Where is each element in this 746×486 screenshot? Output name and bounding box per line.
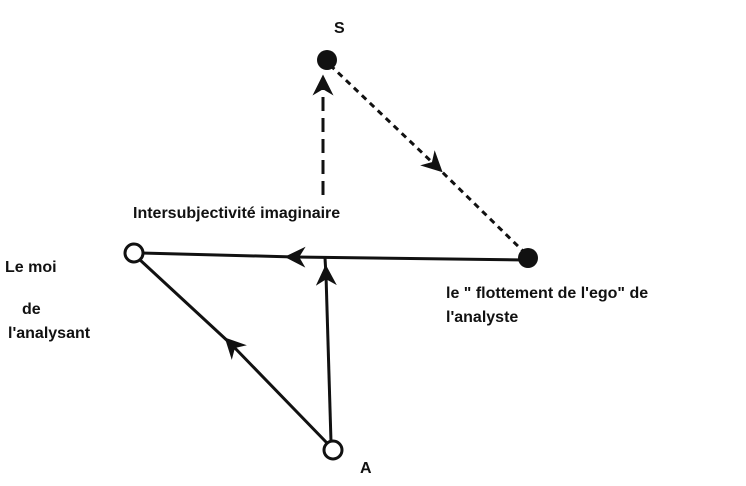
edge-ego-to-moi-tail <box>140 251 296 259</box>
edge-a-up <box>315 264 337 443</box>
node-ego <box>518 248 538 268</box>
edge-s-to-ego-tail <box>433 163 528 256</box>
edge-a-up-tail <box>323 257 328 276</box>
label-ego-line2: l'analyste <box>446 309 519 326</box>
node-moi <box>123 242 145 264</box>
label-moi-line2: de <box>22 301 41 318</box>
edge-a-to-moi-head <box>224 337 329 445</box>
label-moi-line1: Le moi <box>5 259 57 276</box>
edge-a-to-moi-tail <box>137 257 234 347</box>
label-intersubjectivity: Intersubjectivité imaginaire <box>133 205 341 222</box>
label-a: A <box>360 460 372 477</box>
node-s <box>317 50 337 70</box>
edge-ego-to-moi-head <box>284 246 527 268</box>
edge-s-to-ego <box>328 63 443 173</box>
label-moi-line3: l'analysant <box>8 325 91 342</box>
node-a <box>322 439 344 461</box>
label-s: S <box>334 20 345 37</box>
label-ego-line1: le " flottement de l'ego" de <box>446 285 649 302</box>
